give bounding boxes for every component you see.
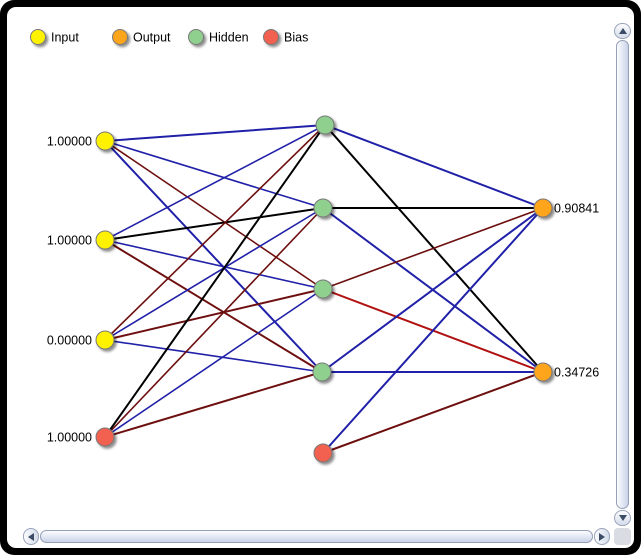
edge-i3-h1 [104,124,326,341]
edge-b2-o2 [322,371,544,454]
node-value-i2: 1.00000 [47,234,92,248]
scroll-left-button[interactable] [23,528,39,545]
edge-b1-h2 [104,207,324,438]
edge-i3-h2 [104,207,324,341]
legend-label-input: Input [51,31,79,45]
edge-h4-o1 [321,207,544,373]
horizontal-scrollbar-track[interactable] [40,530,593,543]
node-i2 [95,230,115,250]
arrow-up-icon [618,28,627,34]
vertical-scrollbar[interactable] [614,23,631,526]
edge-i1-h4 [104,140,323,373]
node-value-o2: 0.34726 [554,366,599,380]
node-value-o1: 0.90841 [554,202,599,216]
node-b2 [313,443,333,463]
legend-label-hidden: Hidden [209,31,249,45]
node-h2 [313,198,333,218]
network-canvas: Input Output Hidden Bias 1.00000 1.00000 0.000… [30,29,599,463]
edge-i3-h4 [104,339,323,373]
vertical-scrollbar-track[interactable] [616,40,629,509]
arrow-left-icon [28,532,34,541]
edge-b1-h4 [104,371,323,438]
node-value-i3: 0.00000 [47,334,92,348]
horizontal-scrollbar[interactable] [23,528,610,545]
edge-b1-h1 [104,124,326,438]
legend-label-output: Output [133,31,171,45]
edge-h1-o1 [324,124,544,209]
edge-i2-h2 [104,207,324,241]
legend-swatch-hidden [188,29,204,45]
node-h4 [312,362,332,382]
edge-h3-o1 [322,207,544,290]
legend-swatch-bias [263,29,279,45]
edge-b2-o1 [322,207,544,454]
scroll-pane: Input Output Hidden Bias 1.00000 1.00000 0.000… [7,7,634,548]
arrow-right-icon [599,532,605,541]
node-o2 [533,362,553,382]
scroll-right-button[interactable] [594,528,610,545]
edge-b1-h3 [104,288,324,438]
network-viewport: Input Output Hidden Bias 1.00000 1.00000 0.000… [7,7,607,525]
vertical-scrollbar-thumb[interactable] [616,40,629,509]
scrollbar-corner [614,528,631,545]
edge-i2-h4 [104,239,323,373]
node-i1 [95,131,115,151]
node-h3 [313,279,333,299]
edge-i2-h3 [104,239,324,290]
edge-i1-h2 [104,140,324,209]
edge-i3-h3 [104,288,324,341]
scroll-down-button[interactable] [614,510,631,526]
legend-swatch-input [30,29,46,45]
node-b1 [95,427,115,447]
edge-i2-h1 [104,124,326,241]
legend-swatch-output [112,29,128,45]
legend-label-bias: Bias [284,31,308,45]
arrow-down-icon [618,515,627,521]
node-value-b1: 1.00000 [47,431,92,445]
node-o1 [533,198,553,218]
edge-i1-h3 [104,140,324,290]
node-value-i1: 1.00000 [47,135,92,149]
node-h1 [315,115,335,135]
edge-i1-h1 [104,124,326,142]
node-i3 [95,330,115,350]
horizontal-scrollbar-thumb[interactable] [40,530,593,543]
scroll-up-button[interactable] [614,23,631,39]
